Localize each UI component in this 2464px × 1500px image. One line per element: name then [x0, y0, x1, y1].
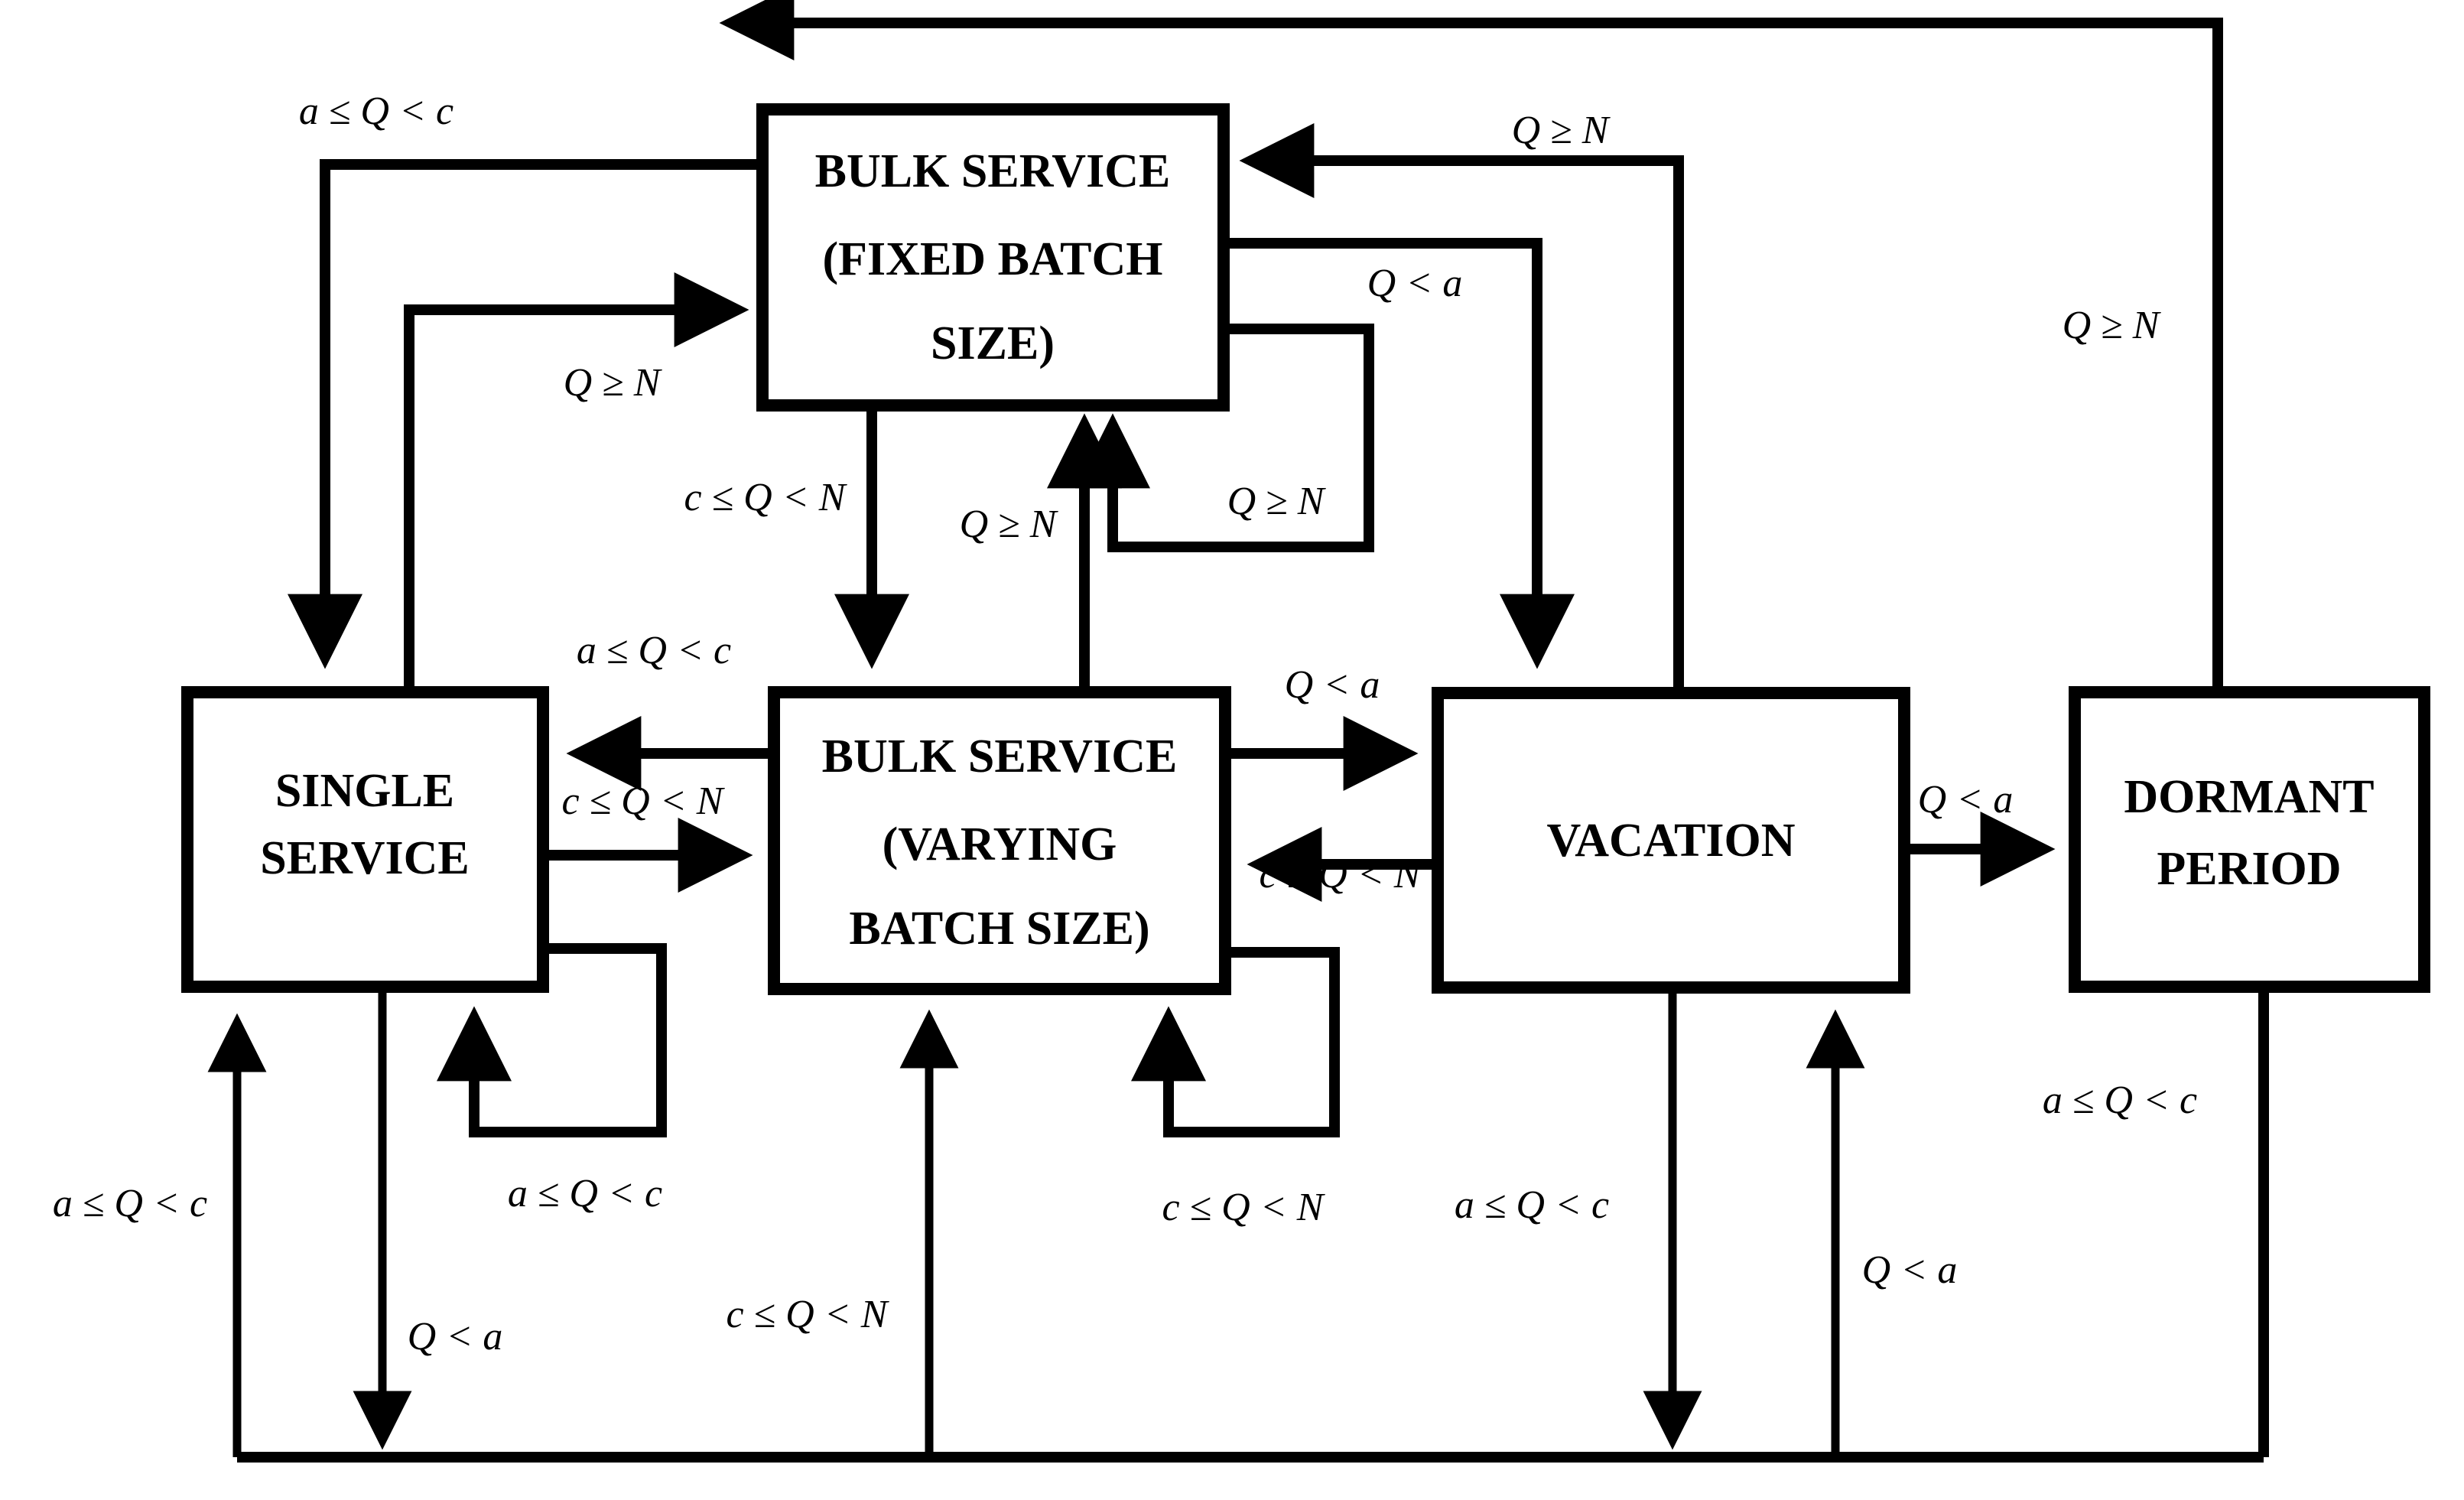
edge-label-vacation-to-bulk-varying: c ≤ Q < N: [1260, 853, 1423, 896]
edge-label-dormant-to-bulk-fixed: Q ≥ N: [2063, 304, 2162, 347]
edge-bulk-fixed-to-single-service: [288, 159, 762, 669]
node-layer: SINGLE SERVICE BULK SERVICE (FIXED BATCH…: [181, 103, 2430, 995]
edge-label-bulk-varying-to-single-service: a ≤ Q < c: [577, 629, 731, 672]
edge-label-bottom-rail-to-bulk-varying: c ≤ Q < N: [727, 1293, 890, 1336]
edge-dormant-to-bulk-fixed: [719, 0, 2223, 692]
node-bulk-fixed-line3: SIZE): [931, 317, 1055, 369]
node-single-service-line2: SERVICE: [260, 832, 469, 884]
edge-single-service-self-loop: [437, 943, 667, 1137]
edge-single-service-to-bulk-fixed: [404, 272, 749, 692]
node-single-service[interactable]: SINGLE SERVICE: [181, 686, 549, 993]
edge-label-single-service-to-bottom-rail: Q < a: [408, 1315, 503, 1358]
edge-vacation-to-bulk-fixed: [1239, 123, 1684, 693]
edge-label-bottom-rail-to-vacation: Q < a: [1862, 1248, 1958, 1292]
edge-label-vacation-to-dormant: Q < a: [1918, 778, 2014, 822]
node-dormant-period[interactable]: DORMANT PERIOD: [2069, 686, 2430, 993]
node-vacation[interactable]: VACATION: [1432, 687, 1910, 994]
edge-label-bulk-fixed-to-bulk-varying: c ≤ Q < N: [684, 476, 848, 519]
edge-bulk-varying-self-loop: [1131, 947, 1340, 1137]
edge-label-bulk-fixed-self-loop: Q ≥ N: [1227, 480, 1327, 523]
edge-label-dormant-to-bottom-rail: a ≤ Q < c: [2043, 1079, 2197, 1122]
edge-label-bulk-varying-to-bulk-fixed: Q ≥ N: [960, 503, 1059, 546]
edge-label-bulk-fixed-to-vacation: Q < a: [1367, 262, 1463, 305]
edge-label-single-service-to-bulk-varying: c ≤ Q < N: [562, 779, 726, 823]
node-bulk-varying-line1: BULK SERVICE: [822, 730, 1178, 783]
node-bulk-service-varying-batch-size[interactable]: BULK SERVICE (VARYING BATCH SIZE): [768, 686, 1231, 995]
edge-bulk-fixed-self-loop: [1075, 324, 1374, 552]
node-bulk-varying-line3: BATCH SIZE): [849, 903, 1149, 955]
node-bulk-service-fixed-batch-size[interactable]: BULK SERVICE (FIXED BATCH SIZE): [756, 103, 1230, 412]
edge-bulk-fixed-to-vacation: [1224, 238, 1575, 669]
node-bulk-varying-line2: (VARYING: [883, 818, 1117, 870]
edge-label-bottom-rail-to-single-service: a ≤ Q < c: [53, 1182, 207, 1225]
edge-label-bulk-varying-self-loop: c ≤ Q < N: [1162, 1186, 1326, 1229]
edge-label-layer: a ≤ Q < c Q ≥ N Q ≥ N Q < a Q ≥ N Q ≥ N …: [53, 89, 2197, 1358]
edge-label-single-service-to-bulk-fixed: Q ≥ N: [564, 361, 663, 405]
node-single-service-line1: SINGLE: [275, 765, 454, 817]
node-dormant-line1: DORMANT: [2124, 771, 2374, 823]
edge-label-bulk-varying-to-vacation: Q < a: [1285, 663, 1380, 707]
node-vacation-line1: VACATION: [1547, 815, 1796, 867]
edge-label-single-service-self-loop: a ≤ Q < c: [508, 1172, 662, 1215]
edge-label-vacation-to-bottom-rail: a ≤ Q < c: [1455, 1183, 1609, 1227]
edge-layer: [207, 0, 2269, 1463]
node-dormant-line2: PERIOD: [2157, 843, 2341, 895]
edge-label-bulk-fixed-to-single-service: a ≤ Q < c: [299, 89, 453, 133]
node-bulk-fixed-line1: BULK SERVICE: [815, 145, 1171, 197]
edge-label-vacation-to-bulk-fixed: Q ≥ N: [1512, 109, 1611, 152]
node-bulk-fixed-line2: (FIXED BATCH: [823, 233, 1163, 285]
